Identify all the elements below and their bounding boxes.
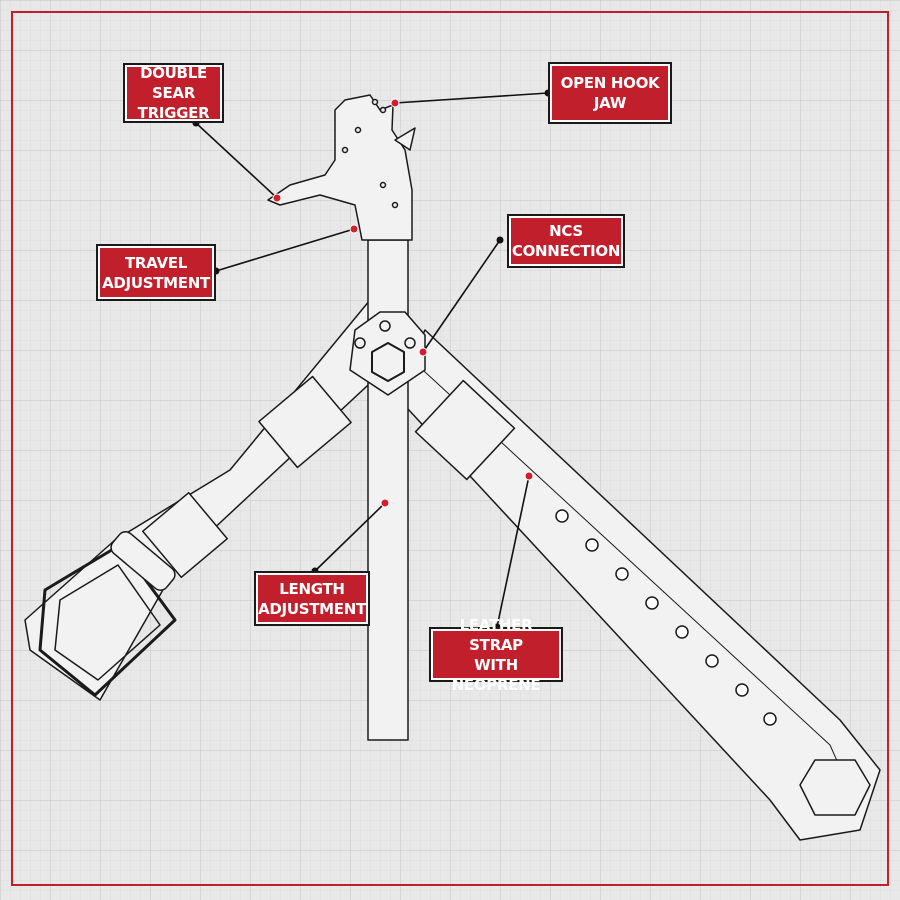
border [11,11,889,886]
label-line: JAW [593,94,627,112]
label-length-adjustment: LENGTH ADJUSTMENT [254,571,370,626]
label-line: WITH NEOPRENE [451,655,541,694]
label-line: DOUBLE SEAR [140,64,207,102]
label-line: NCS [549,222,583,240]
label-line: OPEN HOOK [560,74,660,92]
leader-lines [195,92,549,628]
label-line: ADJUSTMENT [102,273,210,292]
callout-points [272,98,534,508]
label-ncs-connection: NCS CONNECTION [507,214,625,268]
label-double-sear-trigger: DOUBLE SEAR TRIGGER [123,63,224,123]
scott-logo-plate [110,531,176,591]
label-line: TRIGGER [137,104,210,122]
strap-end-logo [799,759,871,816]
label-line: LEATHER STRAP [459,615,533,654]
label-leather-strap: LEATHER STRAP WITH NEOPRENE [429,616,563,694]
label-travel-adjustment: TRAVEL ADJUSTMENT [96,244,216,301]
label-line: TRAVEL [125,253,187,272]
release-head [267,94,413,241]
label-line: CONNECTION [511,242,621,260]
label-line: ADJUSTMENT [258,599,366,618]
label-line: LENGTH [279,579,345,598]
right-strap [394,329,881,841]
neoprene-pad [414,379,516,481]
label-open-hook-jaw: OPEN HOOK JAW [548,62,672,124]
buckle [38,543,177,697]
strap-holes [555,509,777,726]
